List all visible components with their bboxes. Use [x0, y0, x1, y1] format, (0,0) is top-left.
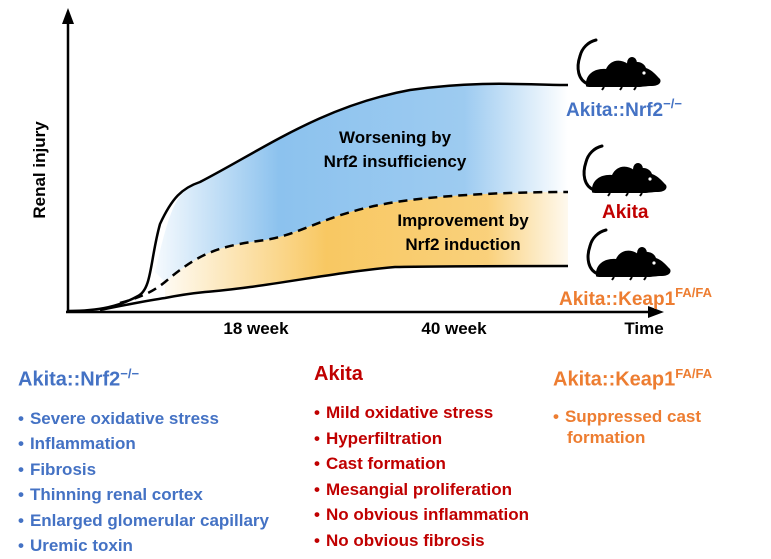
list-item: Uremic toxin [18, 533, 269, 559]
akita-phenotype-column: Akita Mild oxidative stress Hyperfiltrat… [314, 362, 529, 553]
mouse-icon [582, 144, 669, 198]
tick-18-week: 18 week [223, 319, 289, 338]
keap1-curve [99, 264, 569, 312]
mouse-label-nrf2: Akita::Nrf2−/− [566, 96, 682, 121]
list-item: Mesangial proliferation [314, 477, 529, 503]
list-item: No obvious inflammation [314, 502, 529, 528]
improvement-label-line2: Nrf2 induction [405, 235, 520, 254]
list-item: Hyperfiltration [314, 426, 529, 452]
mouse-label-keap1: Akita::Keap1FA/FA [559, 285, 713, 310]
akita-curve [119, 190, 569, 305]
list-item: Mild oxidative stress [314, 400, 529, 426]
keap1-phenotype-column: Akita::Keap1FA/FA Suppressed cast format… [553, 362, 747, 448]
list-item: Enlarged glomerular capillary [18, 508, 269, 534]
mouse-icon [586, 228, 673, 282]
worsening-label-line1: Worsening by [339, 128, 452, 147]
list-item: No obvious fibrosis [314, 528, 529, 554]
x-axis-label: Time [624, 319, 663, 338]
tick-40-week: 40 week [421, 319, 487, 338]
renal-injury-diagram: Renal injury Time 18 week 40 week Worsen… [30, 8, 713, 338]
improvement-label-line1: Improvement by [397, 211, 529, 230]
column-title-akita: Akita [314, 363, 363, 385]
list-item: Thinning renal cortex [18, 482, 269, 508]
list-item: Suppressed cast formation [553, 406, 747, 448]
improvement-region [165, 192, 568, 298]
worsening-label-line2: Nrf2 insufficiency [324, 152, 467, 171]
worsening-region [155, 83, 568, 282]
x-axis-arrow [648, 306, 664, 318]
list-item: Inflammation [18, 431, 269, 457]
mouse-label-akita: Akita [602, 202, 649, 223]
y-axis-label: Renal injury [30, 121, 49, 219]
mouse-icon [576, 38, 663, 92]
column-title-nrf2: Akita::Nrf2−/− [18, 366, 140, 391]
column-title-keap1: Akita::Keap1FA/FA [553, 366, 713, 391]
list-item: Cast formation [314, 451, 529, 477]
nrf2-phenotype-column: Akita::Nrf2−/− Severe oxidative stress I… [18, 362, 269, 559]
list-item: Severe oxidative stress [18, 406, 269, 432]
y-axis-arrow [62, 8, 74, 24]
list-item: Fibrosis [18, 457, 269, 483]
